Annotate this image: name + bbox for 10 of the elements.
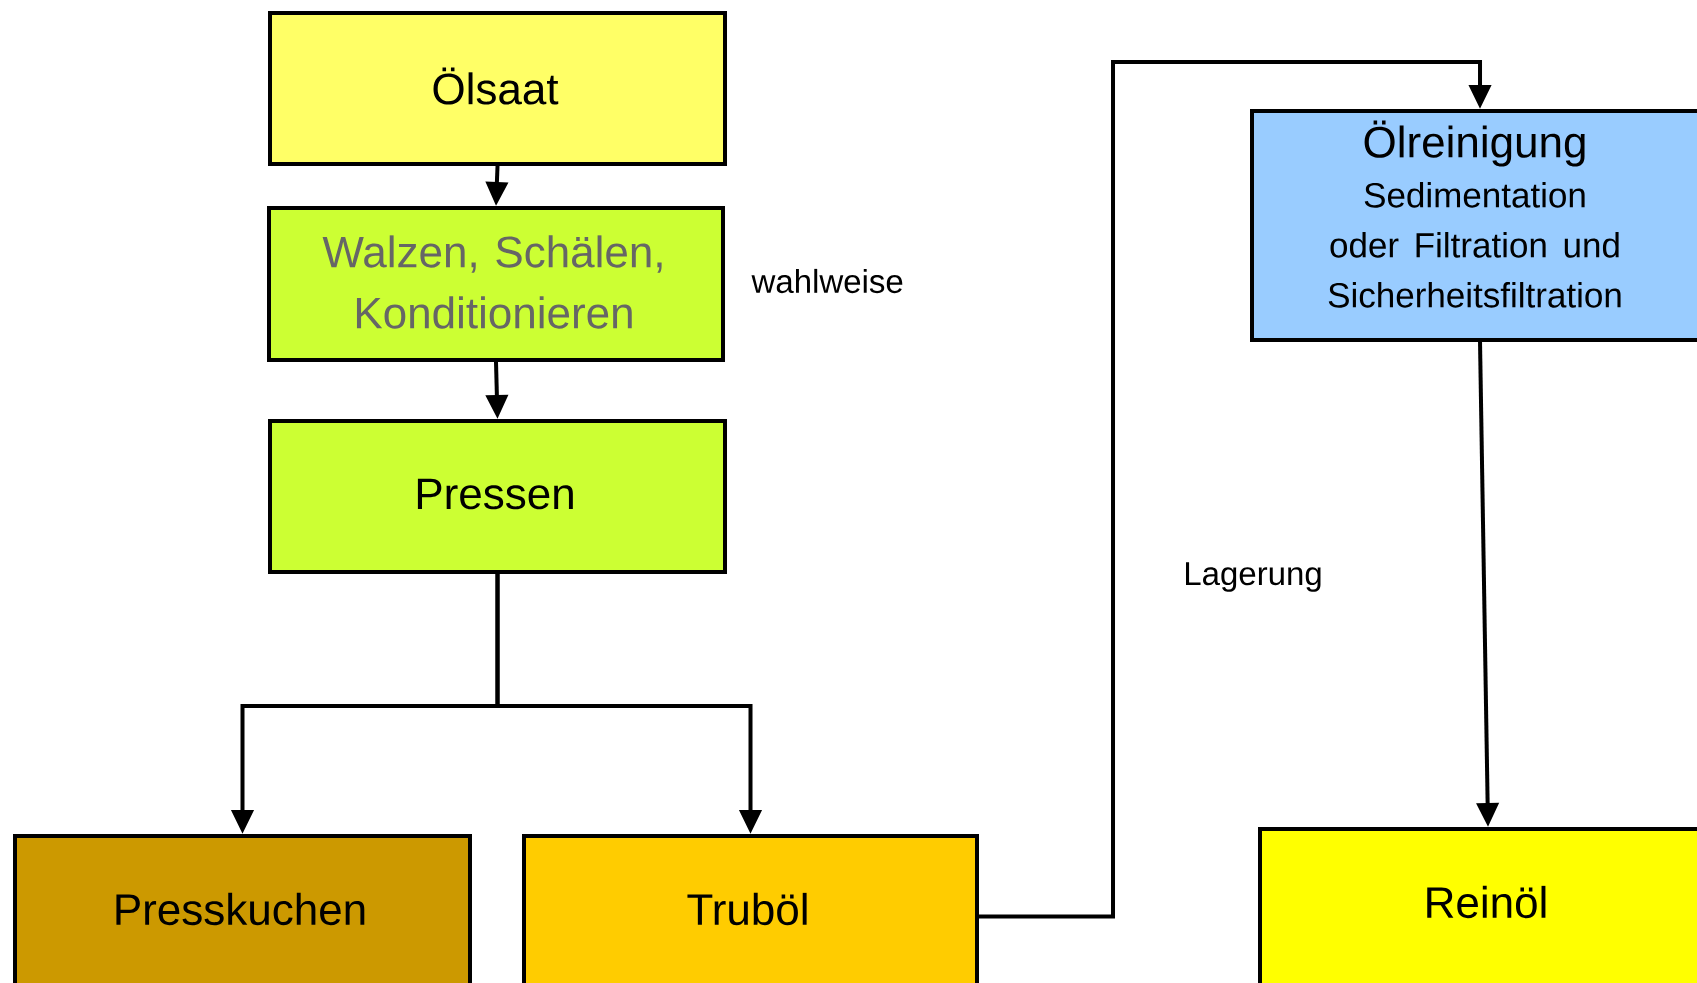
process-box: Walzen, Schälen, Konditionieren: [267, 206, 725, 362]
process-box: Pressen: [268, 419, 727, 574]
process-box: Reinöl: [1258, 827, 1697, 983]
side-note: wahlweise: [751, 268, 903, 294]
process-box: Ölsaat: [268, 11, 727, 166]
arrow: [979, 60, 1492, 919]
process-box: Ölreinigung Sedimentation oder Filtration und Sicherheitsfiltration: [1250, 109, 1697, 342]
process-box: Presskuchen: [13, 834, 472, 983]
process-box: Truböl: [522, 834, 979, 983]
edge-label: Lagerung: [1186, 562, 1321, 592]
